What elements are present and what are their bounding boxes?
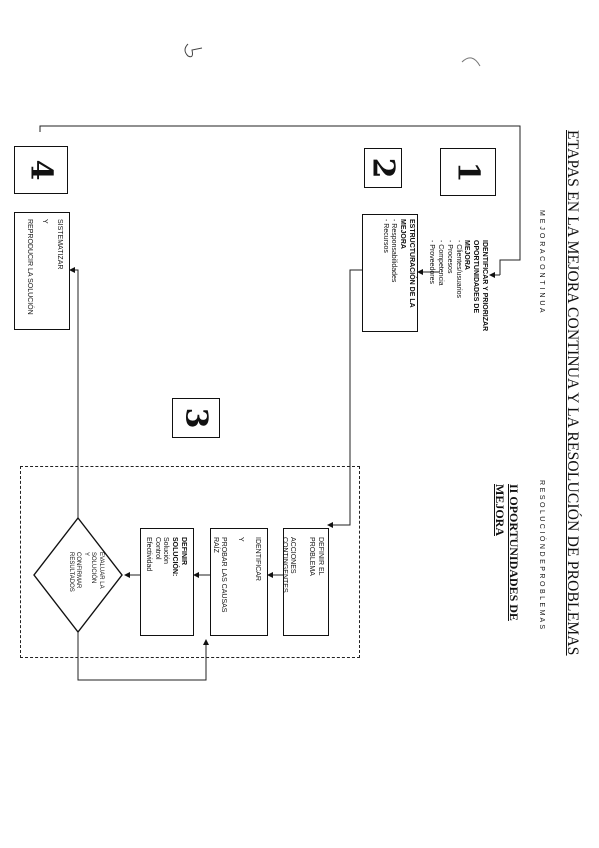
step3-identify: IDENTIFICAR: [254, 537, 261, 581]
stage-number-2-label: 2: [365, 157, 401, 179]
decision-feedback: [77, 632, 209, 681]
stage-number-3-label: 3: [178, 407, 214, 429]
subtitle-mejora-continua: M E J O R A C O N T I N U A: [538, 210, 545, 314]
stage3-dashed-region: [20, 466, 360, 658]
step1-block: IDENTIFICAR Y PRIORIZAR OPORTUNIDADES DE…: [428, 240, 490, 340]
decision-and: Y: [83, 552, 89, 557]
stage-number-1: 1: [440, 148, 496, 196]
stage-number-2: 2: [364, 148, 402, 188]
section-heading-line1: II OPORTUNIDADES DE: [507, 484, 521, 621]
step3-solution: Solución: [162, 537, 170, 564]
step4-systematize: SISTEMATIZAR: [56, 219, 63, 270]
section-heading-line2: MEJORA: [493, 484, 507, 536]
step1-item-proveedores: - Proveedores: [428, 240, 436, 284]
step3-contingent-actions: ACCIONES CONTINGENTES: [280, 537, 297, 593]
step4-and: Y: [41, 219, 49, 224]
loop-connector: [39, 125, 521, 275]
step2-box: ESTRUCTURACIÓN DE LA MEJORA - Responsabi…: [362, 214, 418, 332]
stage-number-1-label: 1: [450, 161, 486, 183]
step3-define-solution: DEFINIR SOLUCIÓN:: [171, 537, 187, 577]
subtitle-resolucion: R E S O L U C I Ó N D E P R O B L E M A …: [538, 480, 545, 630]
step1-item-clientes: - Clientes/usuarios: [454, 240, 462, 298]
decision-confirm: CONFIRMAR RESULTADOS: [68, 552, 82, 592]
scan-mark: [184, 43, 203, 58]
decision-evaluate: EVALUAR LA SOLUCIÓN: [90, 552, 105, 589]
step3-define-problem-box: DEFINIR EL PROBLEMA ACCIONES CONTINGENTE…: [281, 528, 329, 636]
step1-item-competencia: - Competencia: [437, 240, 445, 286]
stage-number-4-label: 4: [23, 159, 59, 181]
step2-title: ESTRUCTURACIÓN DE LA MEJORA: [399, 219, 415, 308]
scan-mark: [461, 57, 481, 67]
step4-reproduce: REPRODUCIR LA SOLUCIÓN: [26, 219, 34, 315]
step2-item-responsabilidades: - Responsabilidades: [390, 219, 398, 283]
step3-control: Control: [153, 537, 161, 560]
step2-item-recursos: - Recursos: [381, 219, 389, 253]
step3-and: Y: [237, 537, 245, 542]
stage-number-3: 3: [172, 398, 220, 438]
page-title: ETAPAS EN LA MEJORA CONTINUA Y LA RESOLU…: [564, 130, 581, 656]
step3-define-problem: DEFINIR EL PROBLEMA: [308, 537, 324, 576]
stage-number-4: 4: [14, 146, 68, 194]
arrow-2-to-3: [327, 269, 362, 528]
step3-effectiveness: Efectividad: [145, 537, 152, 572]
step3-define-solution-box: DEFINIR SOLUCIÓN: Solución Control Efect…: [140, 528, 194, 636]
step1-title: IDENTIFICAR Y PRIORIZAR OPORTUNIDADES DE…: [463, 240, 489, 332]
decision-text: EVALUAR LA SOLUCIÓN Y CONFIRMAR RESULTAD…: [48, 550, 108, 600]
step4-box: SISTEMATIZAR Y REPRODUCIR LA SOLUCIÓN: [14, 212, 70, 330]
step1-item-procesos: - Procesos: [446, 240, 453, 274]
arrow-decision-to-4: [69, 267, 79, 518]
step3-root-cause-box: IDENTIFICAR Y PROBAR LAS CAUSAS RAÍZ: [210, 528, 268, 636]
decision-diamond: [33, 516, 123, 634]
step3-test-root-causes: PROBAR LAS CAUSAS RAÍZ: [211, 537, 228, 613]
